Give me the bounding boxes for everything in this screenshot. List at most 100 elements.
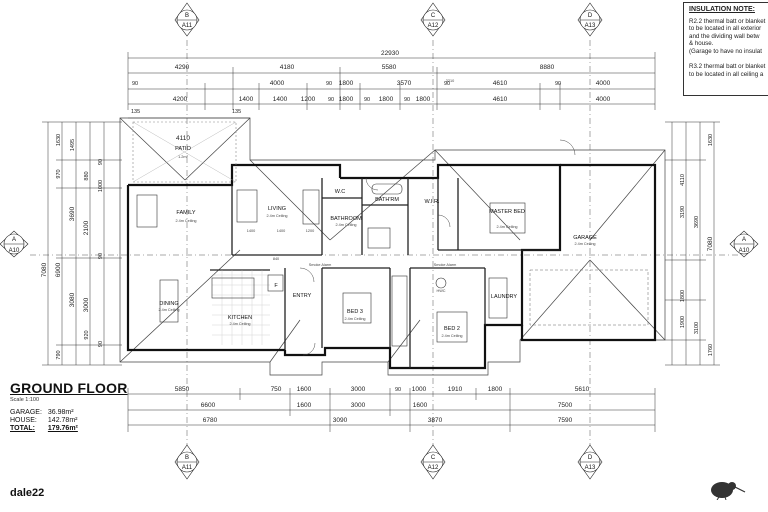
dim-label: 7590 <box>558 417 573 424</box>
room-sub-living: 2.4m Ceiling <box>266 214 287 218</box>
interior-dim: 2210 <box>446 79 454 83</box>
dim-label: 90 <box>98 253 104 259</box>
bed-icon <box>342 292 372 324</box>
dim-label: 1800 <box>488 386 503 393</box>
svg-text:A12: A12 <box>428 23 439 29</box>
dim-label: 90 <box>132 81 138 87</box>
dim-label: 790 <box>56 350 62 359</box>
dim-label: 1630 <box>56 134 62 146</box>
dim-label: 3000 <box>351 386 366 393</box>
room-sub-family: 2.4m Ceiling <box>175 219 196 223</box>
area-label: HOUSE: <box>10 417 37 424</box>
door-swings <box>299 139 576 356</box>
room-label-bathroom: BATHROOM <box>330 216 362 222</box>
room-label-bed3: BED 3 <box>347 309 363 315</box>
room-sub-bed3: 2.4m Ceiling <box>344 317 365 321</box>
dim-label: 5580 <box>382 64 397 71</box>
dim-label: 4180 <box>280 64 295 71</box>
dim-label: 1630 <box>708 134 714 146</box>
room-label-entry: ENTRY <box>293 293 312 299</box>
room-label-patio: PATIO <box>175 146 191 152</box>
svg-text:A10: A10 <box>9 248 20 254</box>
svg-text:D: D <box>588 455 593 461</box>
top-dimension-labels: 22930 4290 4180 5580 8880 90 4000 90 180… <box>131 50 611 142</box>
svg-text:A13: A13 <box>585 465 596 471</box>
dim-label: 1910 <box>448 386 463 393</box>
area-value: 142.78m² <box>47 417 78 424</box>
svg-text:A11: A11 <box>182 23 193 29</box>
dim-label: 3000 <box>83 297 90 312</box>
insulation-note-line: R3.2 thermal batt or blanket <box>689 63 766 71</box>
room-label-kitchen: KITCHEN <box>228 315 252 321</box>
room-sub-bathroom: 2.4m Ceiling <box>335 223 356 227</box>
dim-overall: 22930 <box>381 50 399 57</box>
area-row: HOUSE: 142.78m² <box>10 417 84 425</box>
dim-label: 1200 <box>301 96 316 103</box>
svg-text:A11: A11 <box>182 465 193 471</box>
insulation-note-line: to be located in all exterior <box>689 25 762 33</box>
dim-label: 6780 <box>203 417 218 424</box>
insulation-note: INSULATION NOTE: R2.2 thermal batt or bl… <box>683 2 768 96</box>
dim-label: 7500 <box>558 402 573 409</box>
dim-label: 1600 <box>297 386 312 393</box>
area-row: GARAGE: 36.98m² <box>10 409 84 417</box>
room-sub-kitchen: 2.4m Ceiling <box>229 322 250 326</box>
dim-label: 90 <box>555 81 561 87</box>
svg-text:D: D <box>588 13 593 19</box>
dim-label: 1600 <box>297 402 312 409</box>
room-label-ensuite: BATH'RM <box>375 197 399 203</box>
dim-label: 4000 <box>270 80 285 87</box>
area-value: 36.98m² <box>47 409 74 416</box>
dim-label: 90 <box>404 97 410 103</box>
laundry-tub-icon <box>488 277 508 319</box>
dim-label: 1900 <box>680 316 686 328</box>
wardrobe-icon <box>391 275 408 347</box>
dim-label: 1000 <box>412 386 427 393</box>
patio-area <box>132 121 237 183</box>
dim-label: 135 <box>232 109 241 115</box>
svg-text:B: B <box>185 13 189 19</box>
section-marker-left-a: A A10 <box>0 230 29 258</box>
smoke-alarm-label: Smoke Alarm <box>434 263 457 267</box>
bed-icon <box>436 311 468 343</box>
interior-dim: 1400 <box>277 229 285 233</box>
dim-label: 4110 <box>680 174 686 186</box>
hwc-icon <box>435 277 447 289</box>
dim-label: 90 <box>395 387 401 393</box>
dim-label: 1000 <box>98 180 104 192</box>
dim-label: 1400 <box>239 96 254 103</box>
section-marker-right-a: A A10 <box>729 230 759 258</box>
dim-label: 2100 <box>83 220 90 235</box>
room-label-bed2: BED 2 <box>444 326 460 332</box>
room-label-fridge: F <box>274 283 278 289</box>
dim-label: 7080 <box>41 262 48 277</box>
dim-label: 1600 <box>413 402 428 409</box>
dim-label: 90 <box>364 97 370 103</box>
insulation-note-line: and the dividing wall betw <box>689 32 760 40</box>
dim-label: 920 <box>84 330 90 339</box>
room-sub-dining: 2.4m Ceiling <box>158 308 179 312</box>
svg-text:C: C <box>431 455 436 461</box>
section-markers: B A11 C A12 D A13 B A11 <box>0 2 759 480</box>
room-labels: PATIO 1.2m² FAMILY 2.4m Ceiling LIVING 2… <box>158 79 597 338</box>
section-marker-bottom-b: B A11 <box>174 444 200 480</box>
dim-label: 970 <box>56 169 62 178</box>
kiwi-logo-icon <box>711 482 746 500</box>
plan-title: GROUND FLOOR <box>10 380 128 396</box>
insulation-note-line: R2.2 thermal batt or blanket <box>689 17 766 25</box>
sofa-icon <box>136 194 158 228</box>
right-dimension-labels: 7080 1630 4110 3190 1760 3690 1800 1900 … <box>680 134 714 356</box>
tv-unit-icon <box>302 189 320 225</box>
plan-legend: GROUND FLOOR Scale 1:100 GARAGE: 36.98m²… <box>10 380 140 433</box>
left-dimension-labels: 7080 1630 970 3690 3080 790 1495 880 100… <box>41 134 104 360</box>
dim-label: 3690 <box>69 206 76 221</box>
kitchen-tiles <box>212 270 270 345</box>
room-label-dining: DINING <box>159 301 178 307</box>
dim-label: 880 <box>84 171 90 180</box>
bed-icon <box>489 202 526 234</box>
area-label: TOTAL: <box>10 425 36 432</box>
dim-label: 5850 <box>175 386 190 393</box>
room-label-garage: GARAGE <box>573 235 597 241</box>
exterior-walls <box>126 163 657 370</box>
dining-table-icon <box>159 279 179 323</box>
